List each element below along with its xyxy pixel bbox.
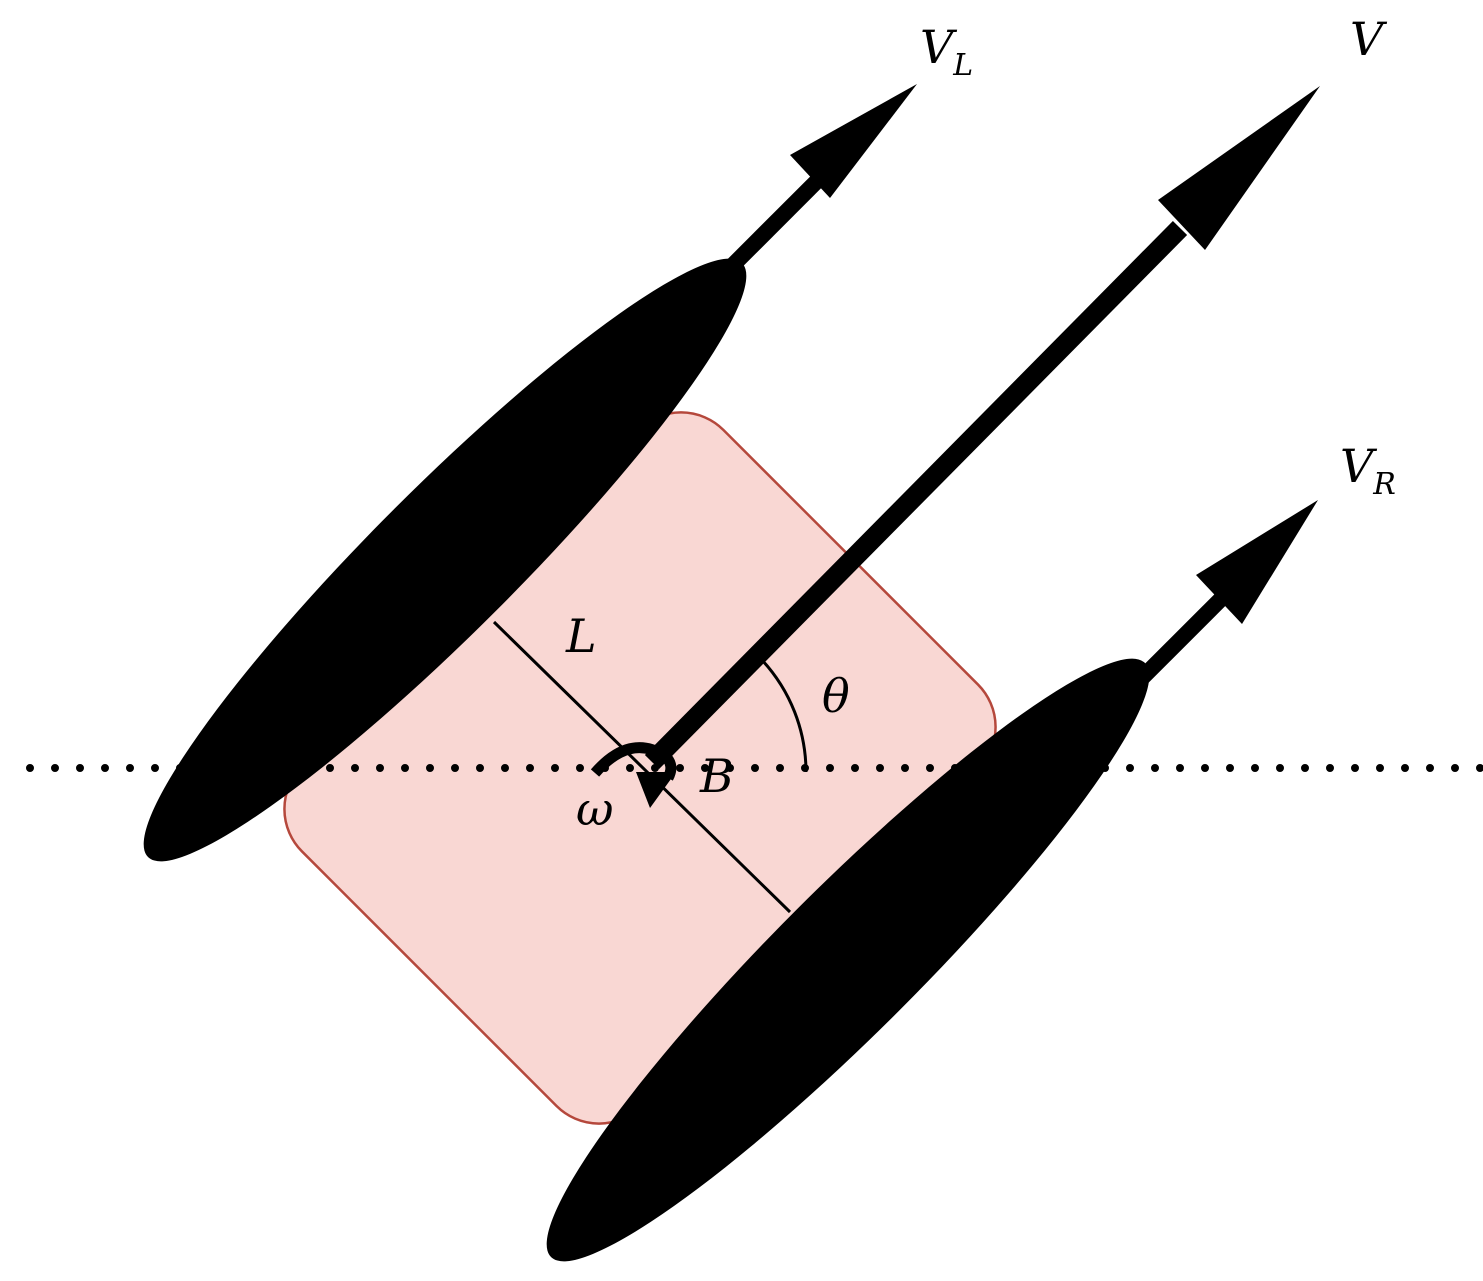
- label-theta: θ: [822, 669, 850, 723]
- label-length: L: [565, 609, 597, 663]
- label-omega: ω: [576, 782, 614, 836]
- label-v-right: VR: [1340, 439, 1396, 502]
- axle-line: [492, 620, 792, 914]
- right-wheel: [546, 658, 1150, 1262]
- velocity-right-arrow: [1134, 500, 1318, 686]
- omega-rotation-arrow: [590, 742, 677, 808]
- label-v-center: V: [1350, 12, 1388, 66]
- label-v-left: VL: [920, 20, 973, 83]
- left-wheel: [143, 258, 747, 862]
- label-base: B: [699, 749, 734, 803]
- velocity-center-arrow: [644, 86, 1320, 770]
- theta-arc: [760, 658, 808, 773]
- velocity-left-arrow: [722, 84, 917, 276]
